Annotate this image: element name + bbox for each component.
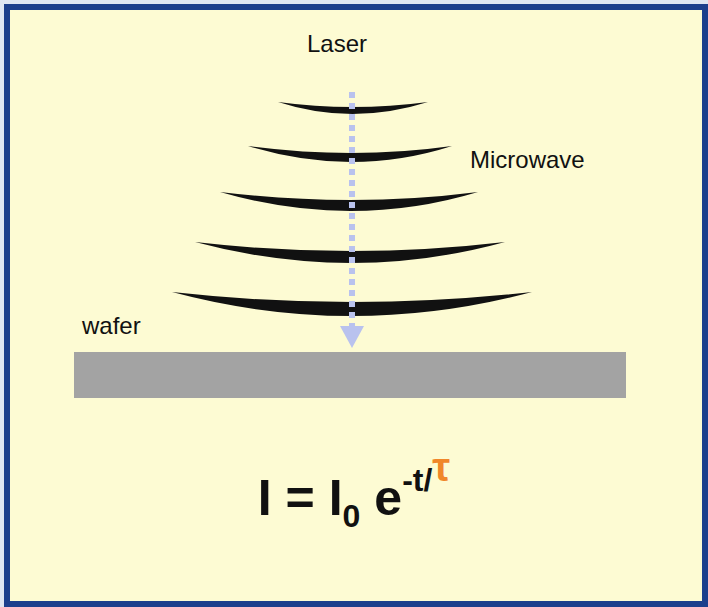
lifetime-formula: I = I0e-t/τ <box>258 445 450 534</box>
wafer-label: wafer <box>82 312 141 340</box>
laser-beam <box>349 92 355 328</box>
formula-superscript: -t/ <box>402 462 432 498</box>
formula-text: I = I <box>258 470 343 526</box>
laser-label: Laser <box>307 30 367 58</box>
formula-text: e <box>374 470 402 526</box>
formula-subscript: 0 <box>343 498 361 534</box>
formula-tau: τ <box>432 445 450 489</box>
microwave-label: Microwave <box>470 146 585 174</box>
wafer-slab <box>74 352 626 398</box>
laser-arrowhead <box>340 326 364 348</box>
